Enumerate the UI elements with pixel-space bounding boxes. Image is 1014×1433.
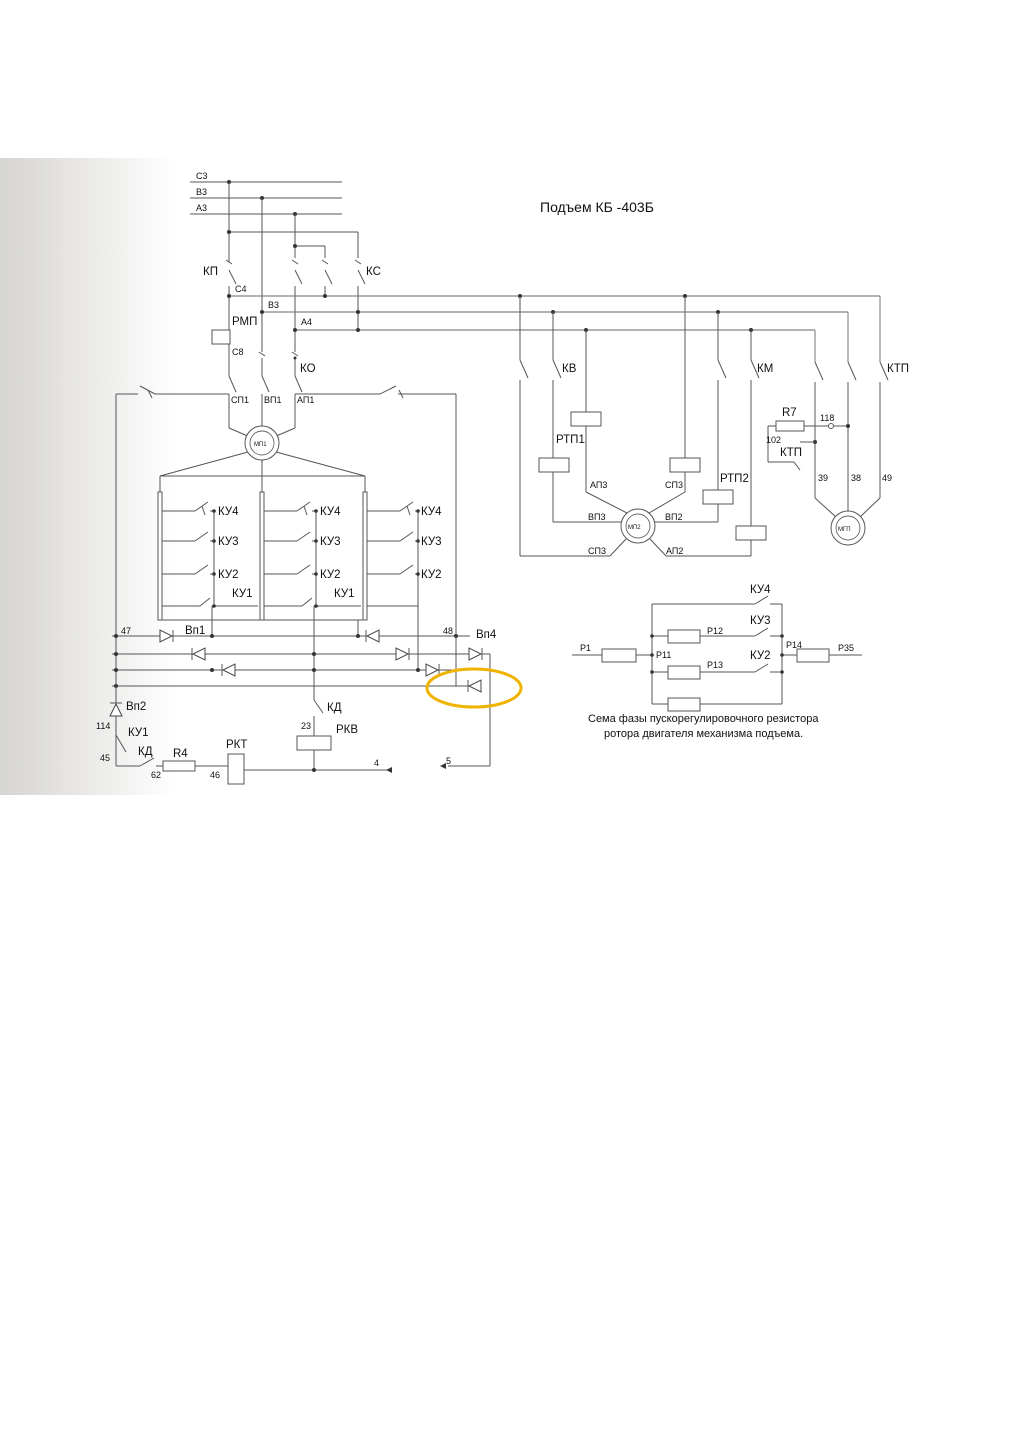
node-label-102: 102 <box>766 435 781 445</box>
diode-label-vp1: Вп1 <box>185 625 205 637</box>
wire-label-sp1: СП1 <box>231 395 249 405</box>
bus-label-b3: В3 <box>196 187 207 197</box>
ku4-label-col1: КУ4 <box>218 506 239 518</box>
node-label-4: 4 <box>374 758 379 768</box>
node-label-45: 45 <box>100 753 110 763</box>
contactor-label-ktp-small: КТП <box>780 447 802 459</box>
background-gradient <box>0 158 175 795</box>
ku-stages: КУ4 КУ3 КУ2 КУ1 КУ4 КУ3 КУ2 КУ1 КУ4 КУ3 … <box>157 475 442 700</box>
relay-label-rkv: РКВ <box>336 724 358 736</box>
node-label-46: 46 <box>210 770 220 780</box>
node-label-49: 49 <box>882 473 892 483</box>
contactor-label-kv: КВ <box>562 363 577 375</box>
node-label-23: 23 <box>301 721 311 731</box>
contactor-label-kd: КД <box>327 702 342 714</box>
upper-feeders: КП КС <box>203 182 381 352</box>
wire-label-a4: А4 <box>301 317 312 327</box>
contactor-label-km: КМ <box>757 363 773 375</box>
bus-label-a3: А3 <box>196 203 207 213</box>
diode-label-vp4: Вп4 <box>476 629 497 641</box>
scheme-label-ku4: КУ4 <box>750 584 771 596</box>
caption-line-1: Сема фазы пускорегулировочного резистора <box>588 713 819 725</box>
wire-label-vp1: ВП1 <box>264 395 281 405</box>
scheme-label-ku3: КУ3 <box>750 615 771 627</box>
node-label-5: 5 <box>446 756 451 766</box>
motor-label-mp2: МП2 <box>628 525 641 531</box>
ku4-label-col2: КУ4 <box>320 506 341 518</box>
ku2-label-col2: КУ2 <box>320 569 341 581</box>
contactor-label-ko: КО <box>300 363 316 375</box>
contactor-label-ktp: КТП <box>887 363 909 375</box>
ku3-label-col2: КУ3 <box>320 536 341 548</box>
ku2-label-col1: КУ2 <box>218 569 239 581</box>
wire-label-ap2: АП2 <box>666 546 683 556</box>
ku3-label-col1: КУ3 <box>218 536 239 548</box>
scheme-label-p11: Р11 <box>656 650 671 660</box>
wire-label-sp3: СП3 <box>588 546 606 556</box>
node-label-114: 114 <box>96 721 110 731</box>
relay-label-rtp1: РТП1 <box>556 434 585 446</box>
wire-label-ap3: АП3 <box>590 480 607 490</box>
wire-label-vp2: ВП2 <box>665 512 682 522</box>
scheme-label-p14: Р14 <box>786 640 802 650</box>
mp1-contacts: СП1 ВП1 АП1 <box>115 362 457 766</box>
caption-line-2: ротора двигателя механизма подъема. <box>604 728 803 740</box>
ku4-label-col3: КУ4 <box>421 506 442 518</box>
ku1-label-col1: КУ1 <box>232 588 253 600</box>
wire-label-sp3-top: СП3 <box>665 480 683 490</box>
relay-label-rtp2: РТП2 <box>720 473 749 485</box>
scheme-label-p35: Р35 <box>838 643 854 653</box>
wire-label-b3: В3 <box>268 300 279 310</box>
contactor-label-rmp: РМП <box>232 316 257 328</box>
scheme-label-p1: Р1 <box>580 643 591 653</box>
ku1-label-col2: КУ1 <box>334 588 355 600</box>
wire-label-vp3: ВП3 <box>588 512 605 522</box>
node-label-118: 118 <box>820 413 834 423</box>
node-label-38: 38 <box>851 473 861 483</box>
right-power-section: КВ РТП1 РТП2 КМ МП2 АП3 <box>519 296 909 557</box>
diode-bridge: 47 48 Вп1 Вп4 <box>112 625 497 766</box>
wire-label-c8: С8 <box>232 347 244 357</box>
diode-label-vp2: Вп2 <box>126 701 146 713</box>
control-circuit: Вп2 114 КУ1 КД 45 R4 РКТ 62 46 4 КД 23 Р… <box>96 686 490 785</box>
highlight-ellipse <box>425 667 523 709</box>
contactor-label-kp: КП <box>203 266 218 278</box>
diagram-title: Подъем КБ -403Б <box>540 199 654 215</box>
motor-label-mp1: МП1 <box>254 442 267 448</box>
rmp-relay: РМП С8 КО <box>211 316 316 375</box>
contactor-label-ku1-bottom: КУ1 <box>128 727 149 739</box>
node-label-47: 47 <box>121 626 131 636</box>
wire-label-ap1: АП1 <box>297 395 314 405</box>
resistor-phase-scheme: Р1 Р11 Р12 Р13 Р14 Р35 КУ4 КУ3 КУ2 Сема … <box>572 584 862 740</box>
bus-label-c3: С3 <box>196 171 208 181</box>
scheme-label-ku2: КУ2 <box>750 650 771 662</box>
contactor-label-ks: КС <box>366 266 381 278</box>
relay-label-rkt: РКТ <box>226 739 247 751</box>
ku2-label-col3: КУ2 <box>421 569 442 581</box>
supply-buses: С3 В3 А3 <box>190 171 342 216</box>
wire-label-c4: С4 <box>235 284 247 294</box>
scheme-label-p12: Р12 <box>707 626 723 636</box>
contactor-label-kd-bottom: КД <box>138 746 153 758</box>
node-label-48: 48 <box>443 626 453 636</box>
scheme-label-p13: Р13 <box>707 660 723 670</box>
resistor-label-r4: R4 <box>173 748 188 760</box>
node-label-62: 62 <box>151 770 161 780</box>
motor-label-mgp: МГП <box>838 527 851 533</box>
ku3-label-col3: КУ3 <box>421 536 442 548</box>
resistor-label-r7: R7 <box>782 407 797 419</box>
node-label-39: 39 <box>818 473 828 483</box>
